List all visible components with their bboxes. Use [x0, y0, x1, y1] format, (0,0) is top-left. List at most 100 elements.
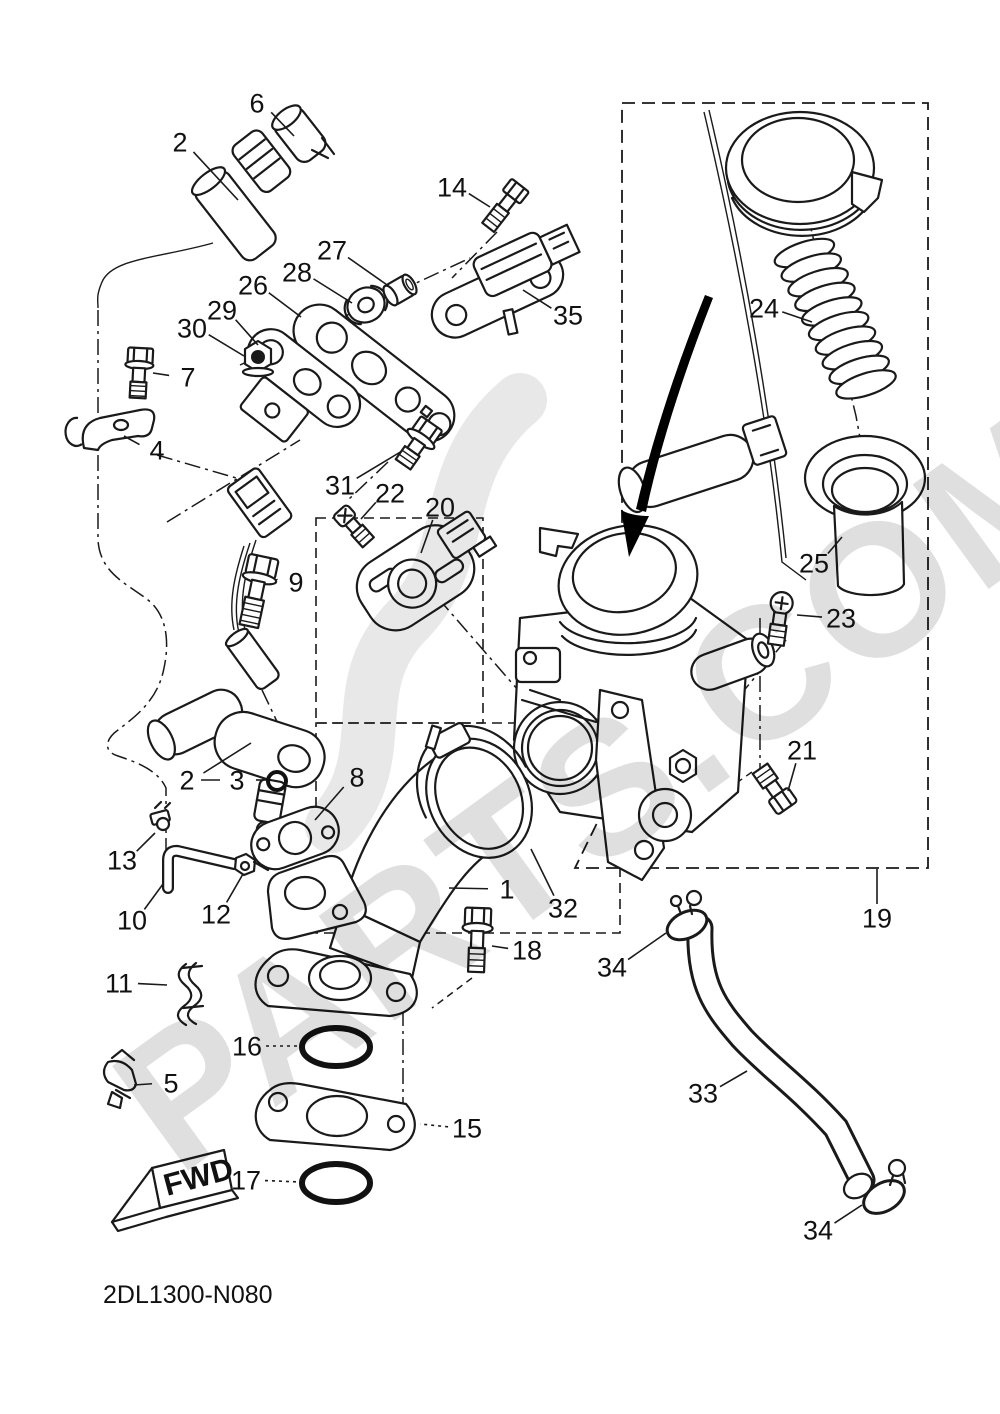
leader-1 [448, 887, 489, 890]
part-funnel-25 [803, 434, 927, 597]
part-nut-30 [241, 339, 275, 378]
leader-27 [347, 256, 391, 288]
leader-25 [827, 536, 843, 554]
part-oring-3 [266, 770, 288, 792]
part-hose-33 [686, 914, 876, 1200]
callout-20: 20 [425, 492, 455, 522]
leader-34 [834, 1204, 863, 1224]
part-clamp-34-bottom [862, 1158, 907, 1215]
part-gasket-8 [250, 805, 340, 871]
callout-35: 35 [553, 300, 583, 330]
callout-30: 30 [177, 313, 207, 343]
part-clip-11 [176, 961, 205, 1027]
cap-leader-lines [703, 109, 807, 581]
callout-9: 9 [288, 567, 303, 597]
part-oring-17 [299, 1161, 373, 1205]
leader-21 [787, 763, 797, 792]
callout-14: 14 [437, 172, 467, 202]
leader-5 [133, 1082, 153, 1086]
callout-5: 5 [163, 1068, 178, 1098]
part-bolt-31 [394, 415, 443, 471]
part-spring-24 [773, 237, 897, 400]
watermark-swoosh [305, 373, 547, 853]
callout-32: 32 [548, 893, 578, 923]
part-bolt-18 [461, 906, 494, 974]
callout-26: 26 [238, 270, 268, 300]
callout-22: 22 [375, 478, 405, 508]
callout-28: 28 [282, 257, 312, 287]
callout-16: 16 [232, 1031, 262, 1061]
leader-29 [235, 319, 259, 346]
leader-4 [123, 435, 140, 446]
part-screw-21 [751, 762, 798, 815]
part-clamp-34-top [665, 889, 709, 942]
leader-6 [270, 111, 295, 137]
leader-32 [530, 848, 555, 897]
callout-12: 12 [201, 899, 231, 929]
part-intake-joint-1 [254, 722, 534, 1018]
callout-10: 10 [117, 905, 147, 935]
leader-26 [268, 292, 302, 318]
leader-28 [313, 278, 353, 304]
callout-34: 34 [803, 1215, 833, 1245]
leader-14 [468, 192, 491, 208]
callout-4: 4 [149, 435, 164, 465]
part-bolt-9 [238, 553, 280, 630]
part-fuel-hose-assembly [96, 104, 336, 309]
leader-30 [208, 333, 245, 357]
callout-21: 21 [787, 735, 817, 765]
callout-25: 25 [799, 548, 829, 578]
leader-11 [137, 982, 168, 986]
callout-6: 6 [249, 88, 264, 118]
leader-15 [419, 1123, 449, 1128]
part-screw-22 [332, 504, 375, 549]
callout-27: 27 [317, 235, 347, 265]
part-tps-20 [355, 510, 498, 632]
part-oring-16 [299, 1025, 373, 1069]
leader-20 [420, 519, 434, 554]
part-joint-6 [271, 104, 327, 163]
leader-7 [152, 372, 170, 377]
part-collar-27 [382, 273, 418, 307]
callout-31: 31 [325, 470, 355, 500]
part-bolt-7 [124, 346, 155, 400]
callout-23: 23 [826, 603, 856, 633]
part-bracket-4 [64, 408, 156, 452]
callout-3: 3 [229, 765, 244, 795]
callout-2: 2 [179, 765, 194, 795]
callout-11: 11 [105, 968, 133, 998]
callout-17: 17 [231, 1165, 261, 1195]
leader-23 [796, 614, 823, 618]
callout-15: 15 [452, 1113, 482, 1143]
part-sensor-35 [430, 223, 581, 339]
leader-2 [203, 742, 252, 774]
leader-13 [136, 832, 156, 852]
leader-24 [781, 311, 813, 323]
callout-19: 19 [862, 903, 892, 933]
leader-31 [356, 450, 403, 479]
part-code: 2DL1300-N080 [103, 1281, 273, 1309]
callout-7: 7 [180, 362, 195, 392]
callout-2: 2 [172, 127, 187, 157]
leader-34 [627, 932, 667, 961]
part-clip-5 [102, 1048, 138, 1110]
fwd-arrow: FWD [110, 1148, 240, 1233]
part-throttle-body [512, 415, 788, 882]
part-hose-10 [162, 844, 270, 894]
part-vacuum-cap [724, 110, 884, 237]
part-fitting-12 [233, 852, 270, 877]
part-clamp-32 [415, 722, 527, 819]
leader-2 [192, 151, 239, 201]
part-screw-23 [766, 591, 794, 647]
callout-34: 34 [597, 952, 627, 982]
parts-art: FWD [64, 104, 927, 1233]
callout-33: 33 [688, 1078, 718, 1108]
leader-12 [225, 873, 244, 903]
callout-1: 1 [499, 874, 514, 904]
leader-35 [522, 289, 552, 309]
callout-13: 13 [107, 845, 137, 875]
part-screw-14 [481, 178, 530, 234]
